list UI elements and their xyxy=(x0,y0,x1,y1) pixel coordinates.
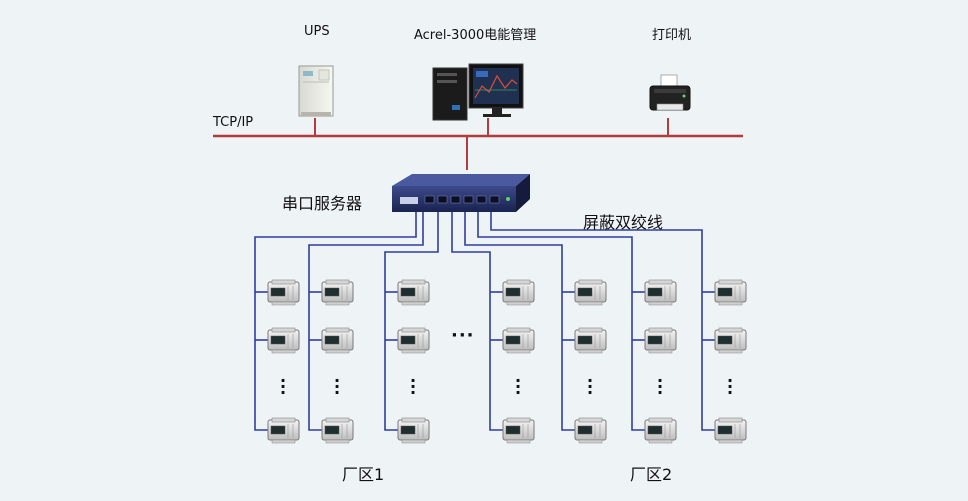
continuation-dots: ··· xyxy=(657,371,664,402)
meter-icon xyxy=(502,279,535,306)
meter-icon xyxy=(502,417,535,444)
meter-icons xyxy=(267,279,747,444)
pc-label: Acrel-3000电能管理 xyxy=(414,28,537,43)
rs485-lines xyxy=(254,212,715,431)
meter-icon xyxy=(321,327,354,354)
meter-icon xyxy=(574,417,607,444)
zone1-label: 厂区1 xyxy=(342,465,385,484)
meter-icon xyxy=(574,327,607,354)
computer-icon xyxy=(432,63,524,121)
meter-icon xyxy=(267,279,300,306)
ups-icon xyxy=(298,65,334,117)
meter-icon xyxy=(644,279,677,306)
serial-server-label: 串口服务器 xyxy=(282,194,363,213)
printer-label: 打印机 xyxy=(652,28,692,43)
meter-icon xyxy=(714,327,747,354)
meter-branches xyxy=(255,291,715,341)
ups-label: UPS xyxy=(304,24,330,39)
meter-icon xyxy=(397,417,430,444)
meter-icon xyxy=(714,279,747,306)
continuation-dots: ··· xyxy=(587,371,594,402)
continuation-dots: ··· xyxy=(515,371,522,402)
meter-icon xyxy=(574,279,607,306)
continuation-dots: ··· xyxy=(280,371,287,402)
meter-icon xyxy=(321,417,354,444)
meter-icon xyxy=(502,327,535,354)
zone2-label: 厂区2 xyxy=(630,465,673,484)
meter-icon xyxy=(267,417,300,444)
meter-icon xyxy=(714,417,747,444)
device-drops xyxy=(314,118,669,170)
continuation-dots: ··· xyxy=(410,371,417,402)
meter-icon xyxy=(267,327,300,354)
middle-ellipsis: ··· xyxy=(451,325,475,346)
meter-icon xyxy=(321,279,354,306)
meter-icon xyxy=(644,417,677,444)
meter-icon xyxy=(397,327,430,354)
serial-server-icon xyxy=(392,174,530,212)
continuation-dots: ··· xyxy=(727,371,734,402)
meter-icon xyxy=(644,327,677,354)
meter-icon xyxy=(397,279,430,306)
cable-label: 屏蔽双绞线 xyxy=(583,213,664,232)
printer-icon xyxy=(649,74,691,111)
tcpip-label: TCP/IP xyxy=(213,115,254,130)
continuation-dots: ··· xyxy=(334,371,341,402)
